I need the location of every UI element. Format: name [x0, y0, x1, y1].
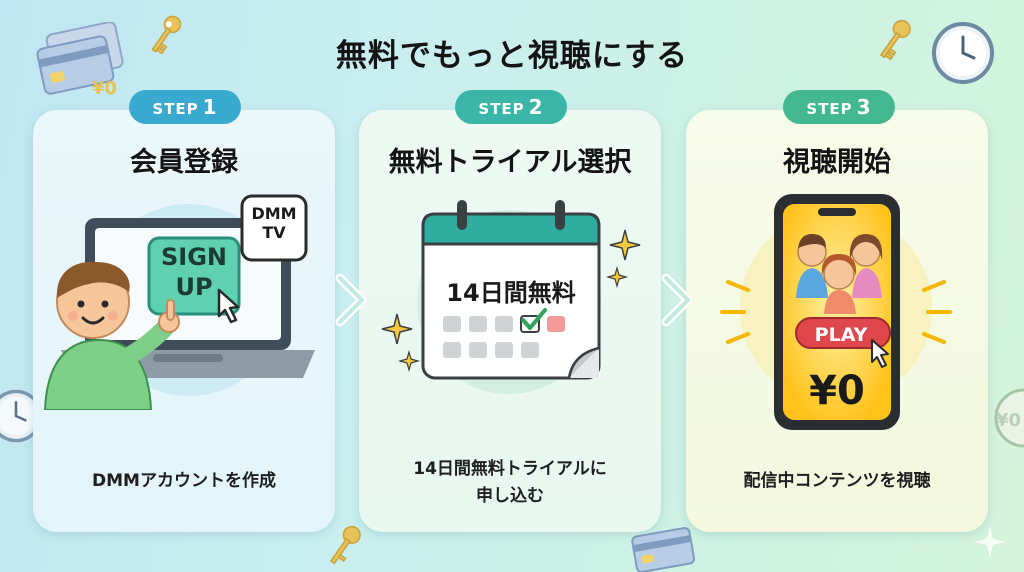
step-card-2: 無料トライアル選択 14日間無料 14日間無料トライアルに 申し込む	[359, 110, 661, 532]
logo-line-2: TV	[262, 223, 286, 242]
clock-icon: ¥0	[994, 388, 1024, 448]
card-price-text: ¥0	[92, 78, 117, 99]
sparkle-icon	[974, 526, 1006, 558]
step-badge-3-number: 3	[856, 95, 872, 119]
step-badge-2-number: 2	[528, 95, 544, 119]
sparkle-icon	[609, 229, 641, 261]
dmm-tv-logo: DMM TV	[242, 204, 306, 242]
side-price-text: ¥0	[996, 410, 1021, 431]
signup-line-1: SIGN	[161, 243, 227, 271]
page-title: 無料でもっと視聴にする	[335, 38, 689, 74]
chevron-right-icon	[335, 273, 367, 327]
signup-button-label: SIGN UP	[149, 242, 239, 302]
step-3-title: 視聴開始	[783, 147, 891, 178]
step-card-1: 会員登録 SIGN UP DMM TV DMMアカウ	[33, 110, 335, 532]
calendar-label: 14日間無料	[446, 279, 576, 307]
logo-line-1: DMM	[251, 204, 297, 223]
calendar-illustration	[381, 200, 641, 394]
credit-card-icon: ¥0	[36, 22, 124, 99]
cursor-icon	[871, 339, 889, 368]
key-icon	[879, 19, 911, 61]
play-button[interactable]: PLAY	[814, 324, 868, 346]
step-2-description-line-2: 申し込む	[476, 486, 544, 506]
clock-icon	[932, 22, 994, 84]
signup-illustration	[43, 194, 315, 410]
clock-icon	[0, 389, 43, 443]
step-badge-1-number: 1	[202, 95, 218, 119]
step-badge-1-label: STEP	[152, 100, 199, 118]
chevron-right-icon	[661, 273, 693, 327]
credit-card-icon	[631, 527, 696, 572]
step-2-description-line-1: 14日間無料トライアルに	[413, 459, 607, 479]
step-1-description: DMMアカウントを作成	[92, 471, 276, 491]
checkmark-icon	[521, 308, 547, 330]
price-label: ¥0	[809, 368, 865, 414]
step-1-title: 会員登録	[130, 147, 238, 178]
step-card-3: 視聴開始	[686, 110, 988, 532]
key-icon	[329, 525, 361, 565]
step-2-title: 無料トライアル選択	[388, 147, 632, 178]
key-icon	[151, 15, 182, 55]
step-3-description: 配信中コンテンツを視聴	[743, 471, 931, 491]
signup-line-2: UP	[175, 273, 213, 301]
phone-illustration	[720, 194, 952, 430]
cursor-icon	[217, 288, 240, 324]
step-2-description: 14日間無料トライアルに 申し込む	[359, 456, 661, 510]
step-badge-2-label: STEP	[478, 100, 525, 118]
step-badge-3-label: STEP	[806, 100, 853, 118]
